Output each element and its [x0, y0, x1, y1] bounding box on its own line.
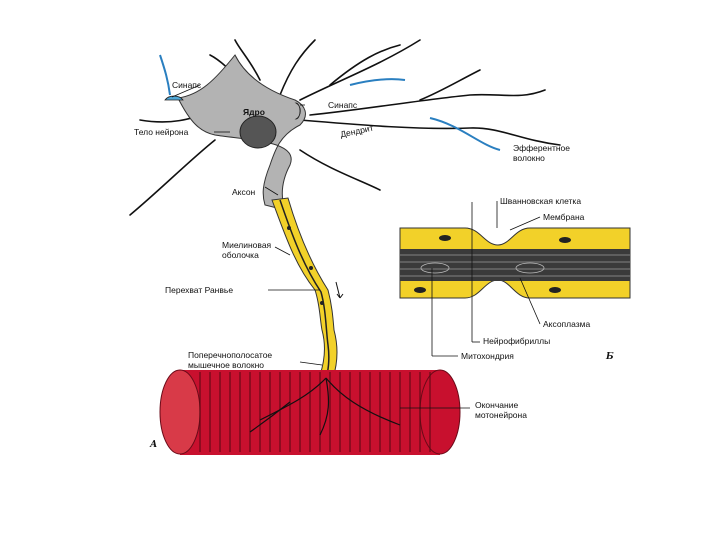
myelin-node [320, 301, 324, 305]
nucleus-shape [239, 115, 277, 149]
label-mitochondria: Митохондрия [461, 351, 514, 361]
label-axon: Аксон [232, 187, 256, 197]
label-axoplasm: Аксоплазма [543, 319, 591, 329]
axon-core [279, 199, 330, 379]
efferent-fiber [159, 54, 501, 151]
myelinated-segment-zoom [399, 227, 631, 299]
leader-lines [171, 84, 541, 409]
label-ranvier: Перехват Ранвье [165, 285, 234, 295]
label-membrane: Мембрана [543, 212, 585, 222]
synapse-top [164, 95, 184, 101]
synapse-right [294, 102, 301, 120]
label-efferent: Эфферентное волокно [513, 143, 571, 163]
label-neurofibrils: Нейрофибриллы [483, 336, 551, 346]
label-panel-a: А [150, 440, 158, 450]
label-neuron-body: Тело нейрона [134, 127, 189, 137]
myelin-node [287, 226, 291, 230]
muscle-fiber [159, 369, 461, 455]
label-motor-ending: Окончание мотонейрона [475, 400, 527, 420]
label-myelin: Миелиновая оболочка [222, 240, 272, 260]
myelin-node [309, 266, 313, 270]
label-schwann: Шванновская клетка [500, 196, 582, 206]
signal-arrow [335, 281, 344, 299]
label-panel-b: Б [606, 352, 614, 362]
label-muscle-fiber: Поперечнополосатое мышечное волокно [188, 350, 273, 370]
motor-nerve-endings [249, 377, 401, 436]
label-synapse-right: Синапс [328, 100, 358, 110]
label-nucleus: Ядро [243, 107, 265, 117]
axon-myelin-sheath [271, 197, 338, 379]
label-synapse-top: Синапс [172, 80, 202, 90]
